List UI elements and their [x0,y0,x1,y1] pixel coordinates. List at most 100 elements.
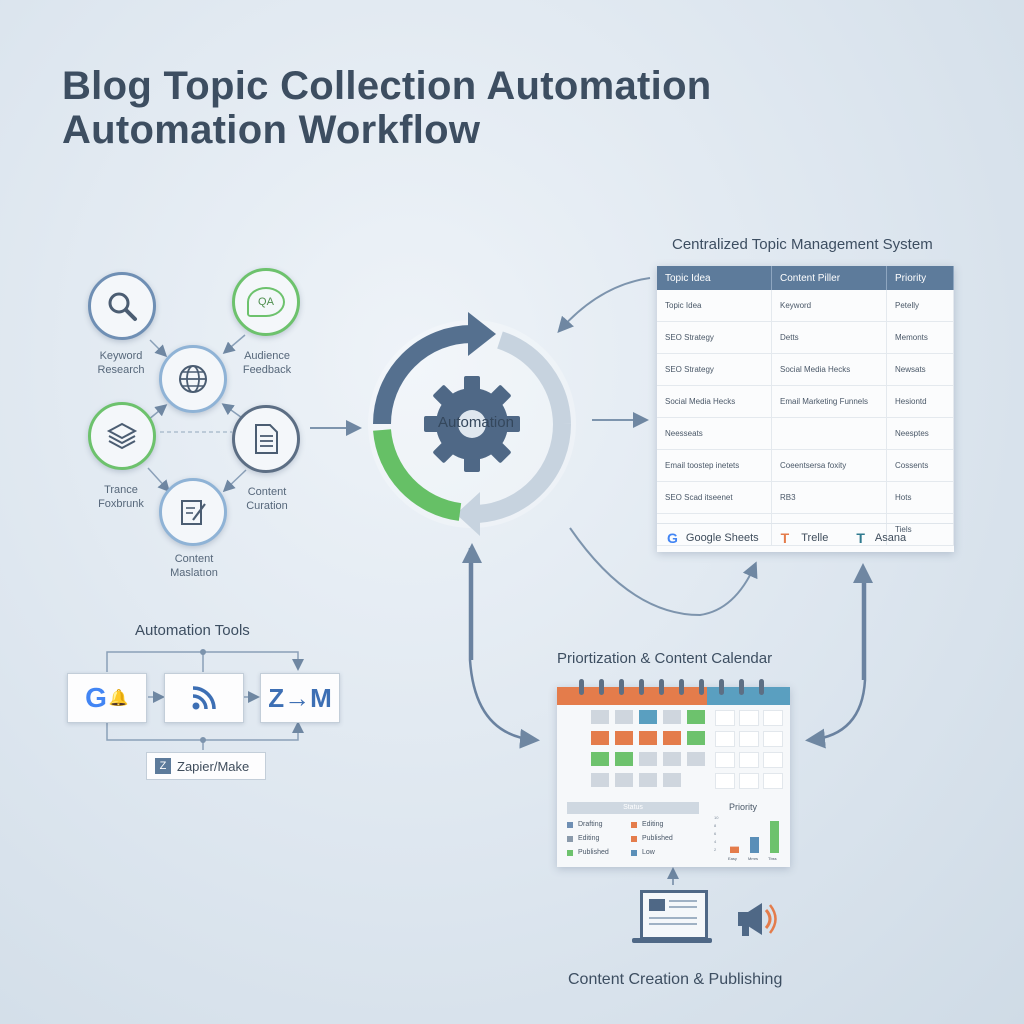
column-header[interactable]: Priority [886,266,954,290]
zapier-make-badge[interactable]: Z Zapier/Make [146,752,266,780]
table-cell[interactable] [771,417,887,450]
calendar-day-cell[interactable] [663,710,681,724]
topic-system-title: Centralized Topic Management System [672,236,933,253]
table-cell[interactable]: Neesseats [657,417,772,450]
calendar-day-cell[interactable] [591,752,609,766]
calendar-day-cell[interactable] [763,752,783,768]
table-cell[interactable]: Social Media Hecks [657,385,772,418]
calendar-day-cell[interactable] [687,731,705,745]
content-curation-node[interactable] [232,405,300,473]
calendar-day-cell[interactable] [663,752,681,766]
calendar-day-cell[interactable] [763,710,783,726]
legend-label: Drafting [578,821,603,828]
calendar-day-cell[interactable] [763,773,783,789]
calendar-day-cell[interactable] [591,773,609,787]
table-cell[interactable]: Email toostep inetets [657,449,772,482]
calendar-day-cell[interactable] [663,773,681,787]
zm-logo-icon: Z→M [268,682,332,713]
table-cell[interactable]: RB3 [771,481,887,514]
calendar-day-cell[interactable] [591,710,609,724]
title-line-2: Automation Workflow [62,108,481,152]
calendar-day-cell[interactable] [639,752,657,766]
table-cell[interactable] [657,513,772,546]
table-row[interactable]: Neesseats Neesptes [657,417,954,450]
calendar-day-cell[interactable] [715,752,735,768]
table-cell[interactable]: Topic Idea [657,290,772,322]
rss-tool[interactable] [164,673,244,723]
column-header[interactable]: Topic Idea [657,266,772,290]
priority-bar-label: Easy [728,856,737,861]
column-header[interactable]: Content Piller [771,266,887,290]
legend-label: Published [578,849,609,856]
table-cell[interactable] [771,513,887,546]
table-cell[interactable]: SEO Strategy [657,321,772,354]
table-cell[interactable]: Keyword [771,290,887,322]
table-cell[interactable]: Newsats [886,353,954,386]
topic-table[interactable]: Topic Idea Content Piller Priority Topic… [657,266,954,552]
table-cell[interactable]: Tiels [886,513,954,546]
legend-swatch [567,835,573,842]
calendar-day-cell[interactable] [739,752,759,768]
zapier-make-label: Zapier/Make [177,758,250,774]
calendar-day-cell[interactable] [715,773,735,789]
calendar-day-cell[interactable] [663,731,681,745]
calendar-day-cell[interactable] [639,710,657,724]
calendar-day-cell[interactable] [591,731,609,745]
table-cell[interactable]: Petelly [886,290,954,322]
calendar-header-right [707,687,790,705]
asana-icon: T [856,530,865,546]
priority-bar [770,821,779,853]
central-web-node[interactable] [159,345,227,413]
calendar-day-cell[interactable] [639,731,657,745]
table-cell[interactable]: SEO Scad itseenet [657,481,772,514]
table-cell[interactable]: Email Marketing Funnels [771,385,887,418]
audience-feedback-node[interactable]: QA [232,268,300,336]
calendar-day-cell[interactable] [715,731,735,747]
table-cell[interactable]: Detts [771,321,887,354]
calendar-ring [659,679,664,695]
table-cell[interactable]: Hots [886,481,954,514]
content-maslation-node[interactable] [159,478,227,546]
calendar-day-cell[interactable] [763,731,783,747]
zapier-make-tool[interactable]: Z→M [260,673,340,723]
calendar-day-cell[interactable] [739,731,759,747]
calendar-day-cell[interactable] [639,773,657,787]
table-cell[interactable]: SEO Strategy [657,353,772,386]
table-cell[interactable]: Coeentsersa foxity [771,449,887,482]
calendar-day-cell[interactable] [615,731,633,745]
table-cell[interactable]: Memonts [886,321,954,354]
table-cell[interactable]: Hesiontd [886,385,954,418]
keyword-research-node[interactable] [88,272,156,340]
asana-label[interactable]: Asana [874,532,907,544]
table-cell[interactable]: Cossents [886,449,954,482]
calendar-day-cell[interactable] [615,752,633,766]
trello-label[interactable]: Trelle [801,532,829,544]
table-row[interactable]: Tiels [657,513,954,546]
automation-cycle[interactable] [360,300,590,545]
google-sheets-label[interactable]: Google Sheets [685,532,759,544]
trance-forum-node[interactable] [88,402,156,470]
calendar-day-cell[interactable] [687,752,705,766]
legend-label: Editing [578,835,600,842]
calendar-ring [719,679,724,695]
cycle-arrow-top [468,312,496,356]
calendar-day-cell[interactable] [615,773,633,787]
google-alerts-tool[interactable]: G 🔔 [67,673,147,723]
calendar-day-cell[interactable] [687,710,705,724]
calendar-day-cell[interactable] [739,773,759,789]
calendar-day-cell[interactable] [615,710,633,724]
table-cell[interactable]: Social Media Hecks [771,353,887,386]
calendar-day-cell[interactable] [739,710,759,726]
calendar-day-cell[interactable] [715,710,735,726]
table-cell[interactable]: Neesptes [886,417,954,450]
